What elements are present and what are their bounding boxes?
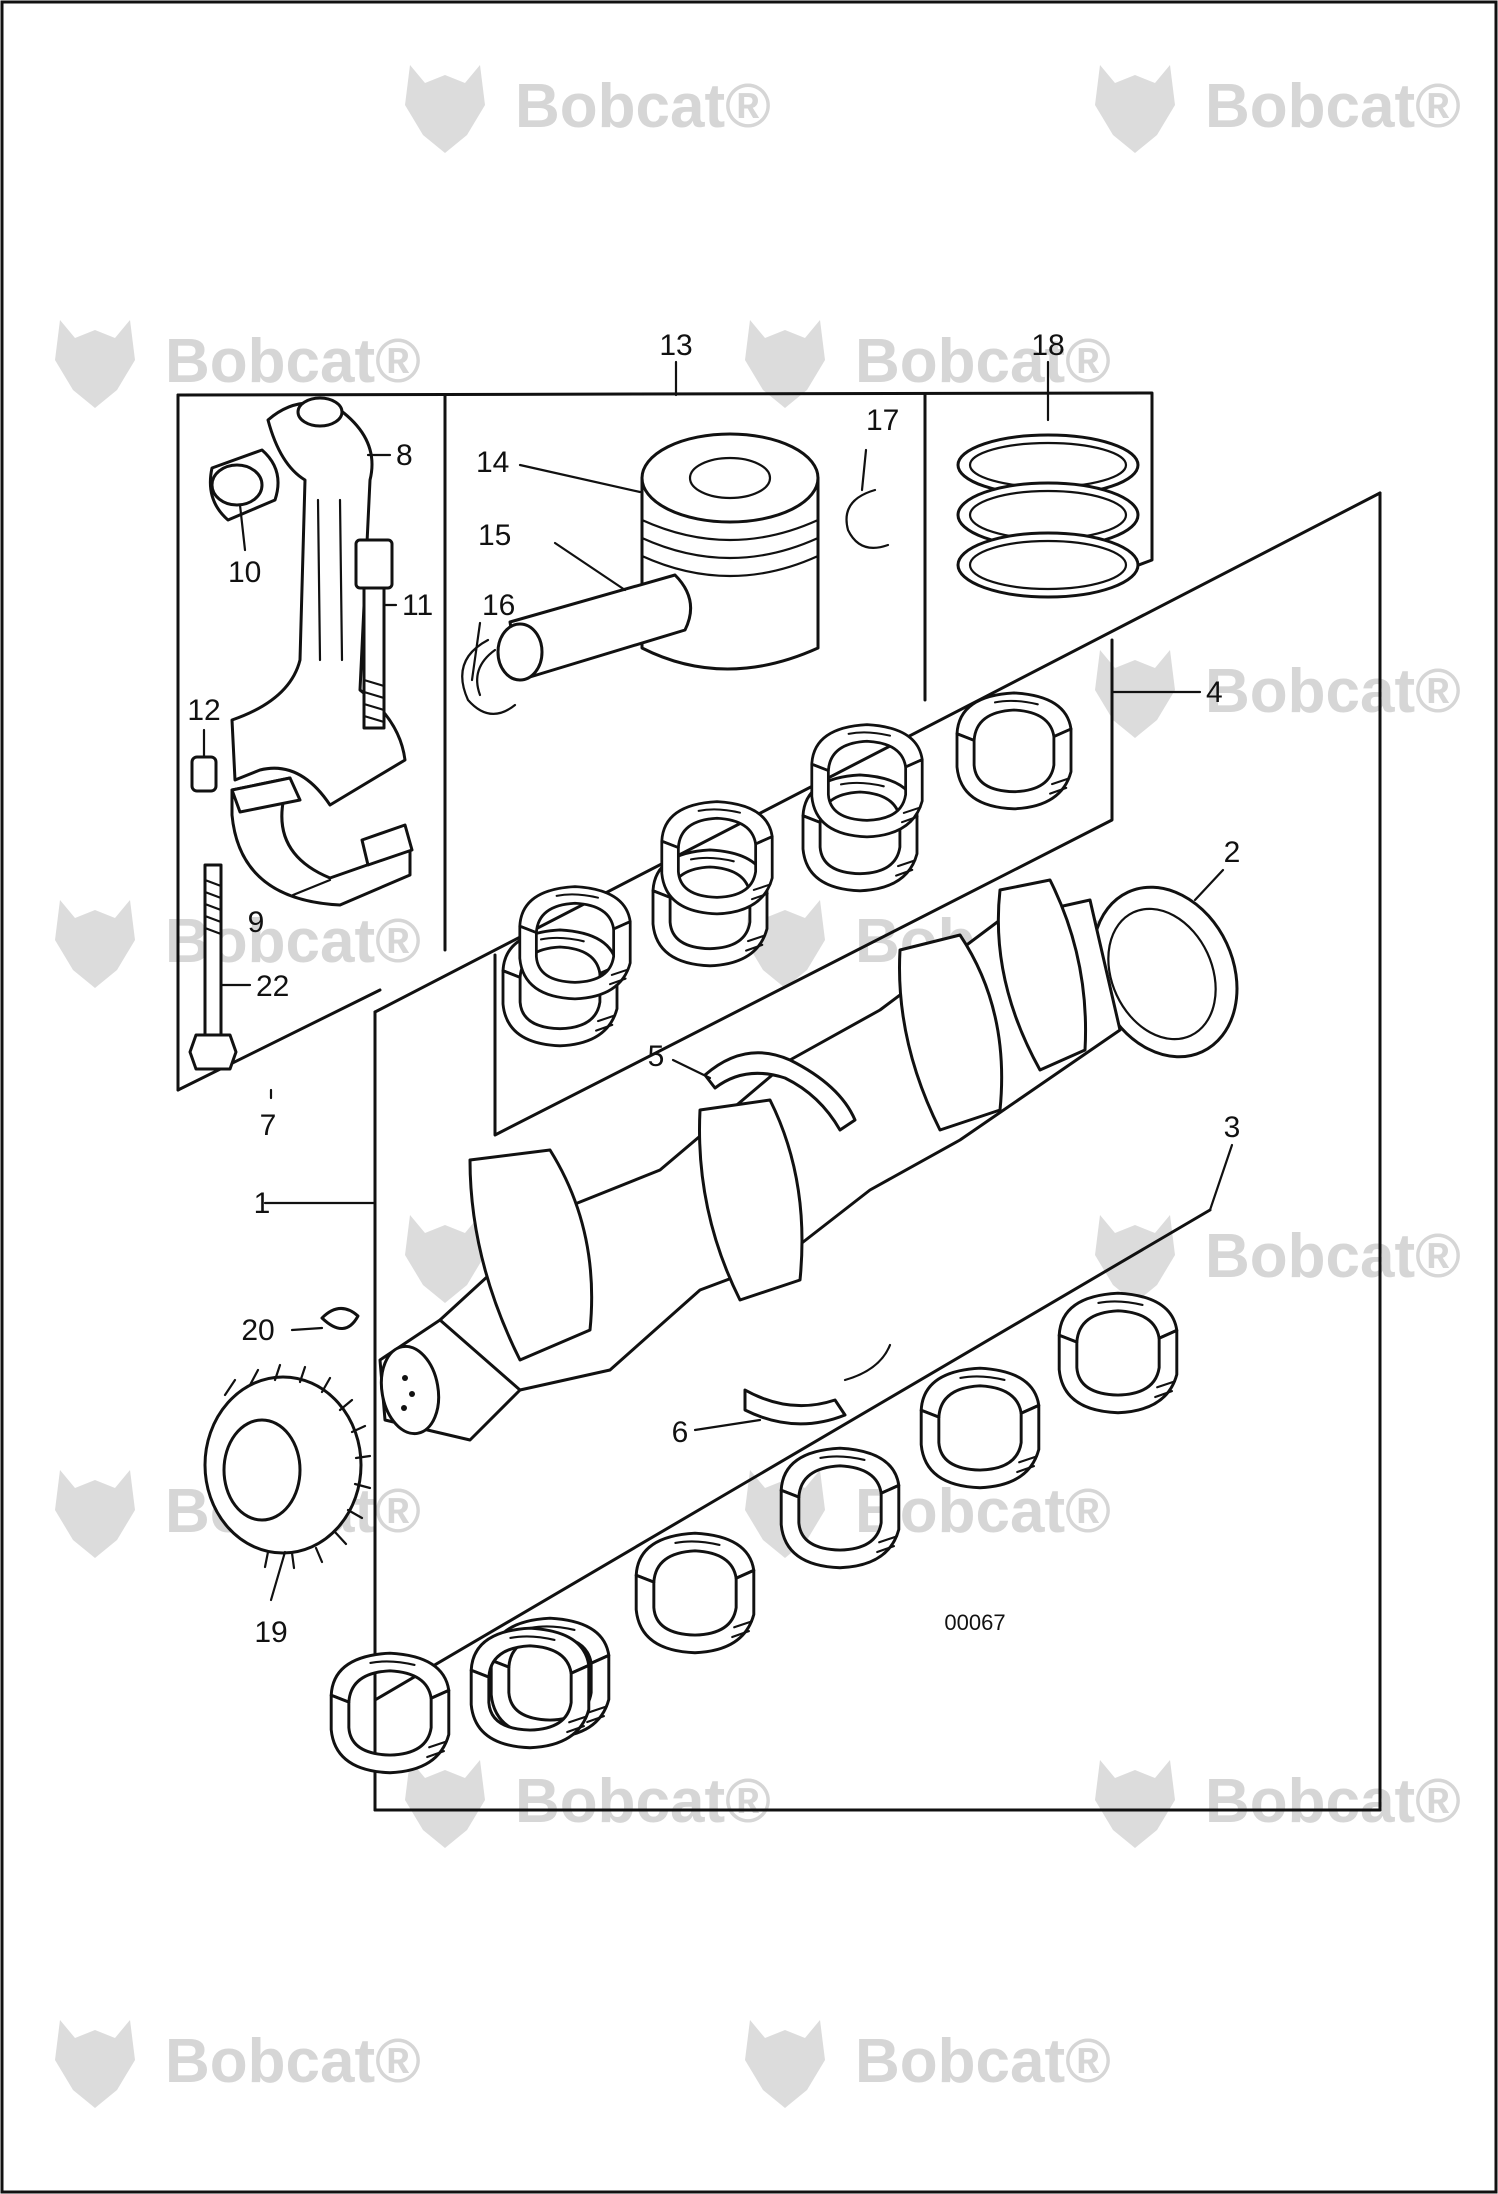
crankshaft [378,878,1239,1442]
callout-7: 7 [260,1109,277,1142]
callout-16: 16 [482,589,515,622]
watermark: Bobcat® [1095,1215,1461,1303]
bobcat-logo-icon [745,320,825,408]
callout-15: 15 [478,519,511,552]
watermark: Bobcat® [745,320,1111,408]
watermark-brand: Bobcat® [1205,1767,1461,1836]
piston-pin [496,573,693,682]
dowel [190,755,218,793]
callout-3: 3 [1224,1111,1241,1144]
bearing-shell [634,1531,756,1655]
callout-22: 22 [256,970,289,1003]
watermark-brand: Bobcat® [1205,1222,1461,1291]
cap-stud [188,863,238,1071]
callout-17: 17 [866,404,899,437]
watermark: Bobcat® [1095,65,1461,153]
callout-10: 10 [228,556,261,589]
watermark: Bobcat® [745,2020,1111,2108]
bearing-shell [660,800,774,916]
bobcat-logo-icon [405,1215,485,1303]
callout-20: 20 [241,1314,274,1347]
watermark: Bobcat® [1095,1760,1461,1848]
callout-5: 5 [648,1040,665,1073]
callout-6: 6 [672,1416,689,1449]
watermark-brand: Bobcat® [515,1767,771,1836]
callout-labels: 13 18 14 15 16 17 8 10 11 12 9 22 7 4 2 … [187,329,1240,1649]
callout-18: 18 [1031,329,1064,362]
bearing-shell [469,1626,591,1750]
bobcat-logo-icon [1095,65,1175,153]
callout-19: 19 [254,1616,287,1649]
bobcat-logo-icon [745,2020,825,2108]
bearing-shells-lower [329,1291,1179,1775]
watermark: Bobcat® [405,1760,771,1848]
callout-11: 11 [402,589,433,622]
leader-lines [202,360,1234,1602]
small-end-bush [208,448,280,522]
watermark-brand: Bobcat® [855,2027,1111,2096]
bearing-shell [919,1366,1041,1490]
bobcat-logo-icon [1095,1215,1175,1303]
watermark: Bobcat® [55,2020,421,2108]
bobcat-logo-icon [405,1760,485,1848]
callout-14: 14 [476,446,509,479]
watermark-brand: Bobcat® [165,907,421,976]
watermark-brand: Bobcat® [165,327,421,396]
bobcat-logo-icon [405,65,485,153]
watermark: Bobcat® [1095,650,1461,738]
con-rod-cap [230,776,414,907]
bobcat-logo-icon [1095,1760,1175,1848]
main-bearing-shells-upper-panel [493,638,1114,1137]
bearing-shells-upper [501,691,1073,1048]
watermark-brand: Bobcat® [1205,72,1461,141]
callout-1: 1 [254,1187,271,1220]
con-rod-bolt [354,538,394,730]
circlip [461,638,517,715]
piston-rings [956,433,1140,599]
woodruff-key [320,1307,360,1330]
bearing-shell [1057,1291,1179,1415]
watermark-brand: Bobcat® [1205,657,1461,726]
callout-13: 13 [659,329,692,362]
bearing-shell [329,1651,451,1775]
bearing-shell [810,723,924,839]
illustration-code: 00067 [944,1610,1005,1635]
bobcat-logo-icon [55,900,135,988]
callout-9: 9 [248,906,265,939]
main-bearing-shells-lower-panel [373,1208,1212,1702]
callout-12: 12 [187,694,220,727]
watermark-brand: Bobcat® [515,72,771,141]
watermark: Bobcat® [405,65,771,153]
bobcat-logo-icon [55,1470,135,1558]
watermark: Bobcat® [55,320,421,408]
bearing-shell [955,691,1073,811]
bobcat-logo-icon [55,2020,135,2108]
thrust-washer-upper [703,1051,857,1132]
crankshaft-panel [373,491,1382,1812]
callout-4: 4 [1206,676,1223,709]
callout-8: 8 [396,439,413,472]
callout-2: 2 [1224,836,1241,869]
connecting-rod [230,396,407,807]
watermark: Bobcat® [55,900,421,988]
bearing-shell [779,1446,901,1570]
crankshaft-gear [203,1363,372,1570]
bobcat-logo-icon [1095,650,1175,738]
circlip-right [845,488,890,549]
bobcat-logo-icon [55,320,135,408]
watermark-brand: Bobcat® [165,2027,421,2096]
bearing-shell [518,885,632,1001]
thrust-washer-lower [743,1343,892,1426]
watermark-brand: Bobcat® [855,327,1111,396]
